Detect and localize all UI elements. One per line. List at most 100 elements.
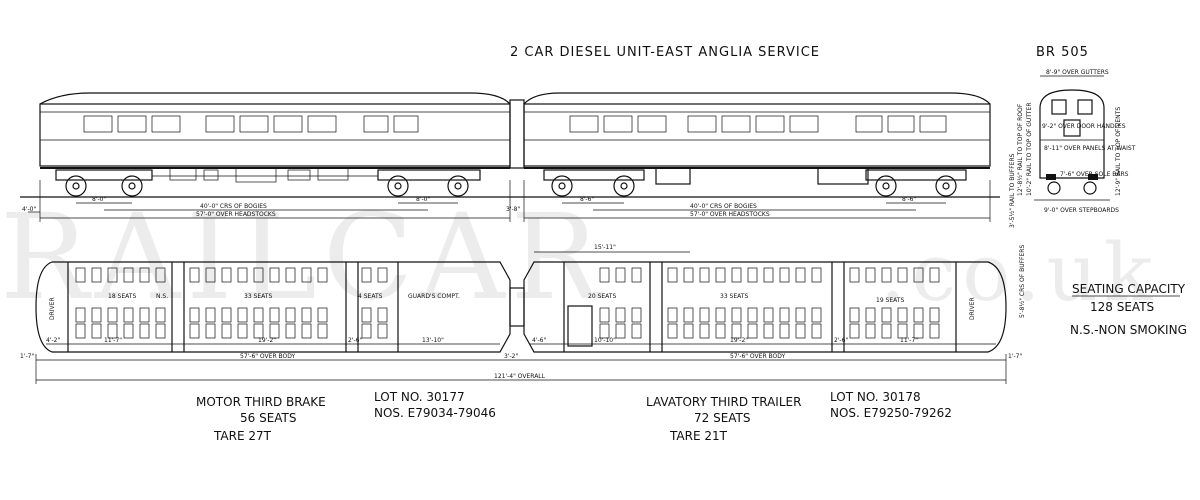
seat [205, 323, 216, 339]
svg-text:10'-10": 10'-10" [594, 337, 616, 344]
seat [913, 323, 924, 339]
seat [683, 307, 694, 323]
seat [285, 307, 296, 323]
seat [75, 307, 86, 323]
window [755, 115, 785, 133]
svg-text:1'-7": 1'-7" [1008, 353, 1022, 360]
svg-text:40'-0" CRS OF BOGIES: 40'-0" CRS OF BOGIES [200, 203, 267, 210]
seat [881, 267, 892, 283]
seat [377, 323, 388, 339]
seat [795, 267, 806, 283]
seat [317, 323, 328, 339]
watermark-suffix: .co.uk [880, 226, 1158, 319]
seat [763, 323, 774, 339]
underframe-equipment [203, 169, 219, 181]
seat [811, 267, 822, 283]
window [887, 115, 915, 133]
seat [123, 267, 134, 283]
svg-text:8'-0": 8'-0" [416, 196, 430, 203]
seat [667, 323, 678, 339]
seats-a-trailer: 20 SEATS [588, 293, 616, 300]
seat [285, 267, 296, 283]
window [393, 115, 419, 133]
seat [897, 267, 908, 283]
seat [763, 267, 774, 283]
svg-text:1'-7": 1'-7" [20, 353, 34, 360]
seat [897, 323, 908, 339]
svg-text:2'-6": 2'-6" [348, 337, 362, 344]
window [637, 115, 667, 133]
svg-text:13'-10": 13'-10" [422, 337, 444, 344]
seat [699, 267, 710, 283]
end-rail-to-roof: 12'-8½" RAIL TO TOP OF ROOF [1017, 103, 1024, 196]
elevation-dimensions: 8'-0" 8'-0" 8'-6" 8'-6" 40'-0" CRS OF BO… [22, 180, 991, 222]
seat [683, 323, 694, 339]
bogie-motor-right [377, 169, 481, 197]
seat [139, 307, 150, 323]
bogie-trailer-right [865, 169, 967, 197]
seat [317, 307, 328, 323]
seat [731, 307, 742, 323]
window [273, 115, 303, 133]
svg-text:57'-6" OVER BODY: 57'-6" OVER BODY [240, 353, 296, 360]
trailer-car-lot: LOT No. 30178 [830, 390, 921, 404]
bogie-motor-left [55, 169, 153, 197]
seat [301, 307, 312, 323]
seat [253, 323, 264, 339]
end-rail-to-vents: 12'-9" RAIL TO TOP OF VENTS [1115, 107, 1122, 196]
seat [715, 267, 726, 283]
seat [361, 307, 372, 323]
dim-top-trailer: 15'-11" [594, 244, 616, 251]
end-sole-bars: 7'-6" OVER SOLE BARS [1060, 171, 1129, 178]
plan-dimensions: 4'-2" 11'-7" 19'-2" 2'-6" 13'-10" 4'-6" … [20, 337, 1022, 384]
seat [377, 307, 388, 323]
seating-capacity-label: SEATING CAPACITY [1072, 282, 1186, 296]
svg-text:57'-6" OVER BODY: 57'-6" OVER BODY [730, 353, 786, 360]
seat [913, 267, 924, 283]
seat [913, 307, 924, 323]
windows-trailer [569, 115, 947, 133]
elevation-motor-car [39, 92, 511, 197]
seat [929, 307, 940, 323]
seat [599, 267, 610, 283]
plan-outline-trailer [523, 261, 1007, 353]
seat [237, 267, 248, 283]
windows-motor [83, 115, 419, 133]
svg-text:57'-0" OVER HEADSTOCKS: 57'-0" OVER HEADSTOCKS [690, 211, 770, 218]
seat [599, 307, 610, 323]
svg-text:3'-8": 3'-8" [506, 206, 520, 213]
underframe-equipment [317, 167, 349, 181]
window [789, 115, 819, 133]
seat [715, 323, 726, 339]
seat [139, 267, 150, 283]
seat [615, 307, 626, 323]
seat [75, 323, 86, 339]
overall-length: 121'-4" OVERALL [494, 373, 546, 380]
seat [285, 323, 296, 339]
motor-car-name: MOTOR THIRD BRAKE [196, 395, 326, 409]
buffer-centres-label: 5'-8½" CRS OF BUFFERS [1019, 245, 1026, 318]
underframe-equipment [169, 167, 197, 181]
seat [881, 323, 892, 339]
gangway-connection [509, 99, 525, 169]
seat [91, 307, 102, 323]
seat [599, 323, 610, 339]
seat [123, 307, 134, 323]
seat [107, 323, 118, 339]
lavatory [567, 305, 593, 347]
svg-text:11'-7": 11'-7" [104, 337, 122, 344]
seat [301, 323, 312, 339]
seat [189, 307, 200, 323]
end-door-handles: 9'-2" OVER DOOR HANDLES [1042, 123, 1126, 130]
end-stepboards: 9'-0" OVER STEPBOARDS [1044, 207, 1119, 214]
seat [747, 323, 758, 339]
seat [123, 323, 134, 339]
seat [763, 307, 774, 323]
end-profile [1039, 89, 1105, 179]
seat [269, 267, 280, 283]
end-rail-to-gutter: 10'-2" RAIL TO TOP OF GUTTER [1026, 103, 1033, 197]
svg-text:8'-6": 8'-6" [902, 196, 916, 203]
seat [881, 307, 892, 323]
seat [221, 323, 232, 339]
